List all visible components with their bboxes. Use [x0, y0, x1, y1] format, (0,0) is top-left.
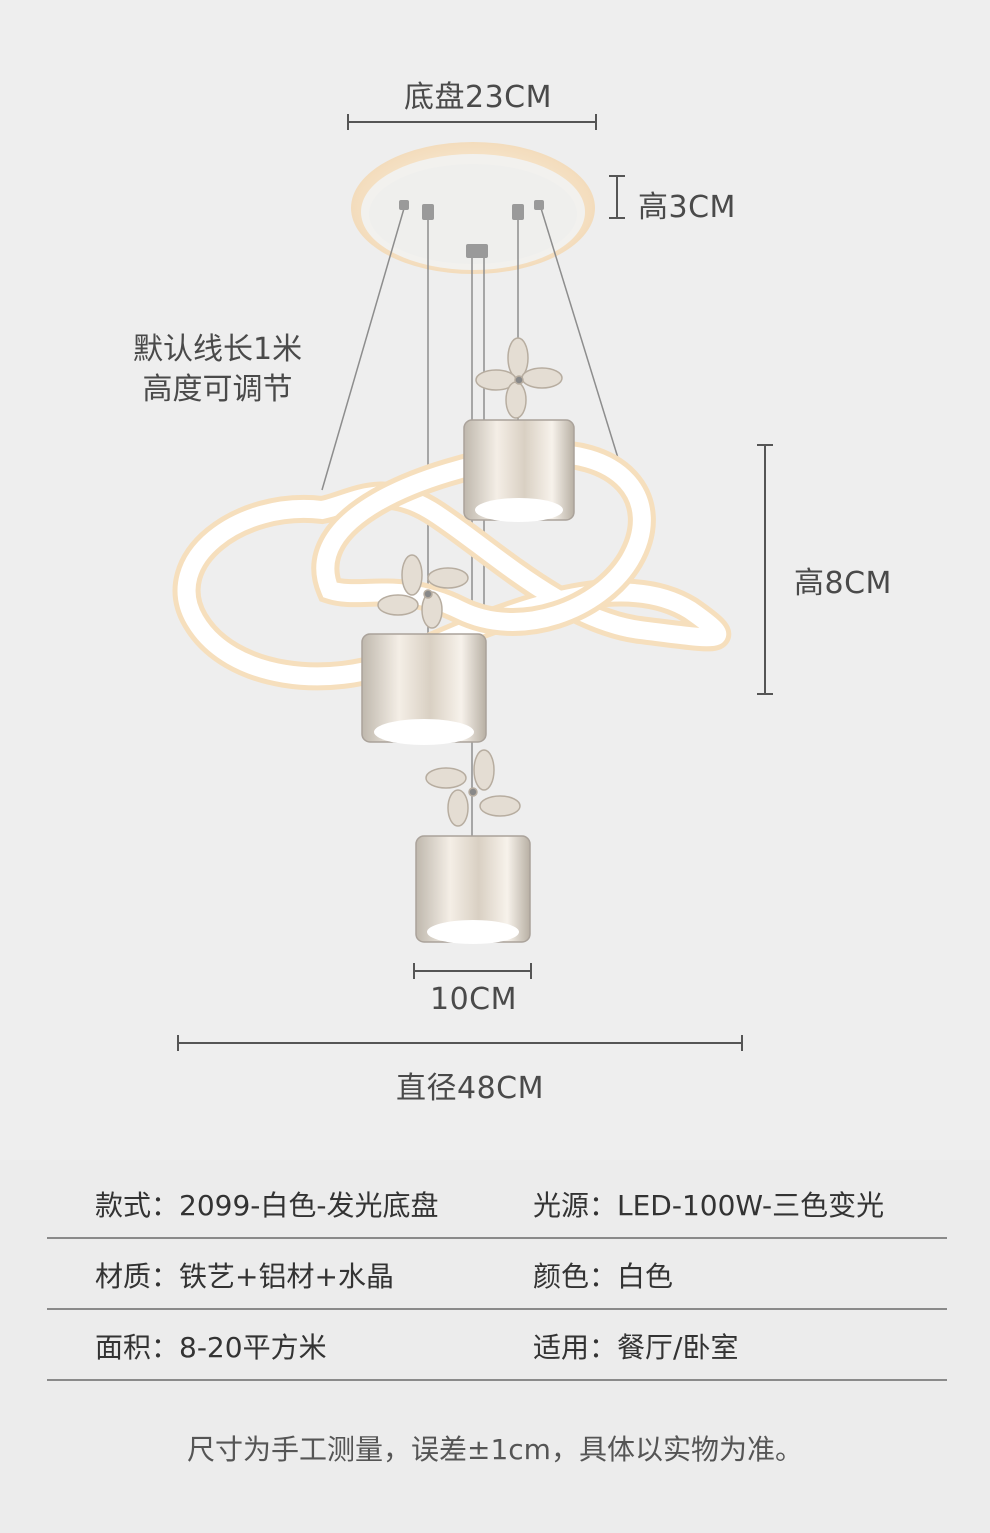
spec-right: 光源：LED-100W-三色变光: [533, 1184, 884, 1224]
chandelier-illustration: [172, 114, 773, 1051]
ceiling-base-plate: [351, 142, 595, 274]
total-diameter-dimension-line: [177, 1035, 743, 1051]
crystal-flower-icon: [425, 749, 521, 827]
cord-note-line-1: 默认线长1米: [133, 332, 303, 367]
shade-height-dimension-line: [757, 444, 773, 695]
crystal-shade: [415, 835, 531, 944]
spec-key: 光源：: [533, 1189, 618, 1222]
crystal-flower-icon: [377, 554, 469, 629]
spec-value: LED-100W-三色变光: [617, 1189, 885, 1222]
shade-width-dimension-line: [413, 963, 532, 979]
spec-key: 颜色：: [533, 1260, 618, 1293]
spec-row: 材质：铁艺+铝材+水晶 颜色：白色: [47, 1239, 947, 1310]
base-diameter-label: 底盘23CM: [404, 80, 553, 115]
spec-key: 面积：: [95, 1331, 180, 1364]
crystal-shade: [361, 633, 487, 745]
spec-key: 材质：: [95, 1260, 180, 1293]
base-height-dimension-line: [609, 175, 625, 219]
spec-row: 款式：2099-白色-发光底盘 光源：LED-100W-三色变光: [47, 1168, 947, 1239]
spec-left: 材质：铁艺+铝材+水晶: [95, 1255, 394, 1295]
spec-value: 铁艺+铝材+水晶: [179, 1260, 394, 1293]
spec-value: 白色: [617, 1260, 674, 1293]
base-diameter-dimension-line: [347, 114, 597, 130]
led-rings: [172, 439, 732, 691]
spec-left: 面积：8-20平方米: [95, 1326, 327, 1366]
spec-area: [0, 1160, 990, 1533]
shade-height-label: 高8CM: [794, 566, 892, 601]
spec-right: 颜色：白色: [533, 1255, 673, 1295]
spec-left: 款式：2099-白色-发光底盘: [95, 1184, 438, 1224]
cord-note-line-2: 高度可调节: [142, 372, 293, 407]
total-diameter-label: 直径48CM: [396, 1071, 545, 1106]
measurement-footnote: 尺寸为手工测量，误差±1cm，具体以实物为准。: [187, 1433, 803, 1466]
wire-clamps: [399, 200, 544, 258]
crystal-flower-icon: [475, 337, 563, 419]
cord-length-note: 默认线长1米 高度可调节: [133, 330, 302, 410]
spec-key: 适用：: [533, 1331, 618, 1364]
spec-key: 款式：: [95, 1189, 180, 1222]
crystal-shade: [463, 419, 575, 522]
spec-value: 8-20平方米: [179, 1331, 327, 1364]
spec-right: 适用：餐厅/卧室: [533, 1326, 738, 1366]
spec-table: 款式：2099-白色-发光底盘 光源：LED-100W-三色变光 材质：铁艺+铝…: [47, 1168, 947, 1381]
spec-row: 面积：8-20平方米 适用：餐厅/卧室: [47, 1310, 947, 1381]
spec-value: 2099-白色-发光底盘: [179, 1189, 439, 1222]
spec-value: 餐厅/卧室: [617, 1331, 739, 1364]
base-height-label: 高3CM: [638, 190, 736, 225]
shade-width-label: 10CM: [430, 982, 518, 1017]
